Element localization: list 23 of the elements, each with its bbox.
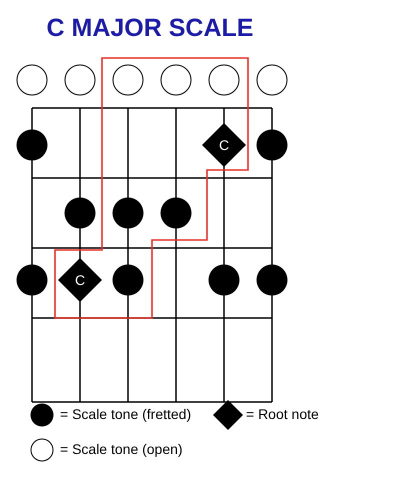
fret-dot (256, 264, 288, 296)
legend-text: = Root note (246, 406, 319, 422)
fret-dot (112, 264, 144, 296)
note-letter: C (218, 136, 230, 155)
open-string-dot (160, 64, 192, 96)
fret-dot (160, 197, 192, 229)
open-string-dot (112, 64, 144, 96)
root-note-diamond (202, 123, 246, 167)
legend-text: = Scale tone (open) (60, 441, 183, 457)
fret-dot (112, 197, 144, 229)
root-note-diamond (58, 258, 102, 302)
open-string-dot (256, 64, 288, 96)
fret-dot (256, 129, 288, 161)
note-letter: C (74, 271, 86, 290)
legend-text: = Scale tone (fretted) (60, 406, 192, 422)
open-string-dot (208, 64, 240, 96)
open-string-dot (16, 64, 48, 96)
fret-dot (64, 197, 96, 229)
title: C MAJOR SCALE (46, 14, 254, 43)
fret-dot (208, 264, 240, 296)
open-string-dot (64, 64, 96, 96)
fret-dot (16, 264, 48, 296)
fret-dot (16, 129, 48, 161)
